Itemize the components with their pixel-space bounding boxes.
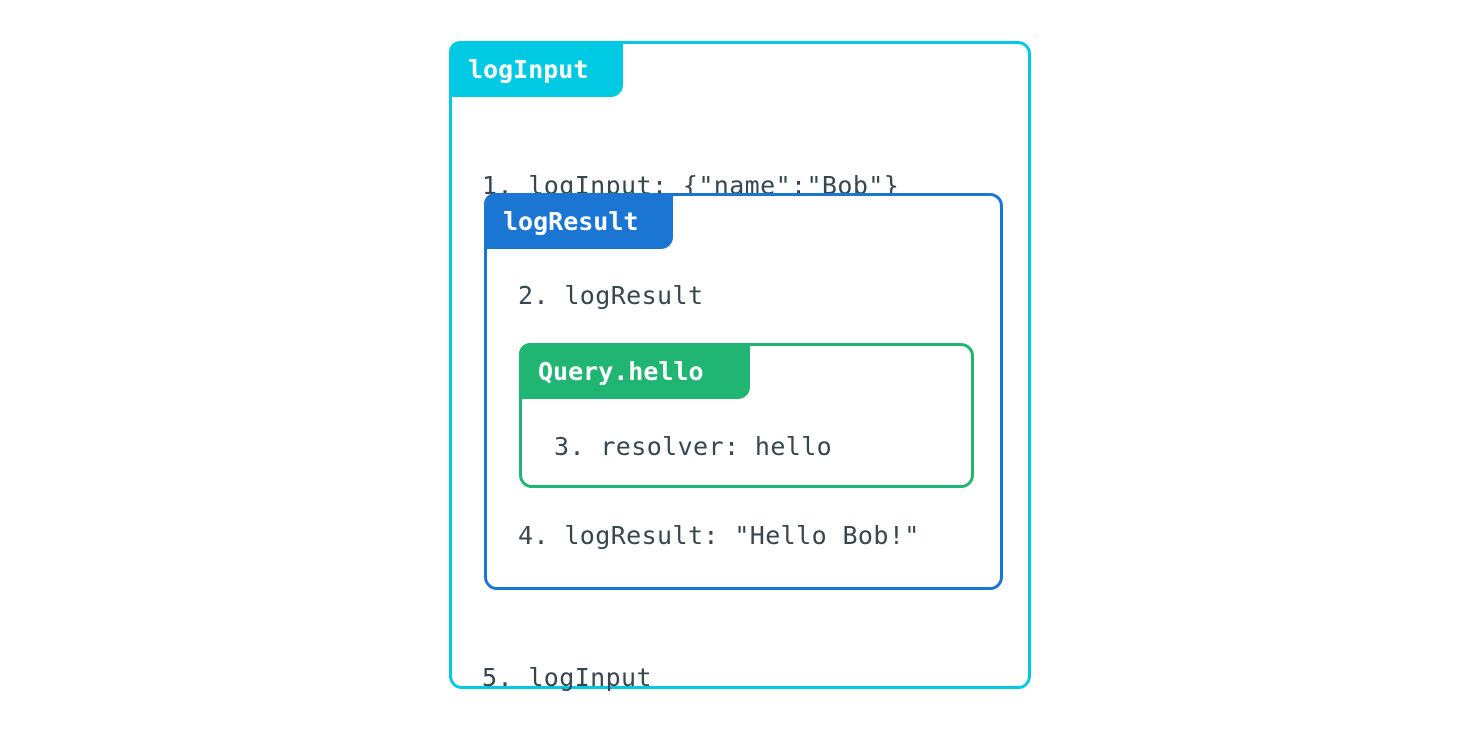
trace-box-queryhello[interactable]: Query.hello 3. resolver: hello: [519, 343, 974, 488]
trace-line-2: 2. logResult: [518, 281, 704, 310]
trace-line-3: 3. resolver: hello: [554, 432, 833, 461]
trace-box-loginput[interactable]: logInput 1. logInput: {"name":"Bob"} log…: [449, 41, 1031, 692]
trace-line-5: 5. logInput: [482, 663, 652, 692]
trace-label-queryhello: Query.hello: [519, 343, 750, 399]
trace-line-4: 4. logResult: "Hello Bob!": [518, 521, 920, 550]
trace-box-logresult[interactable]: logResult 2. logResult Query.hello 3. re…: [484, 193, 1003, 590]
trace-label-loginput: logInput: [449, 41, 623, 97]
trace-label-logresult: logResult: [484, 193, 673, 249]
